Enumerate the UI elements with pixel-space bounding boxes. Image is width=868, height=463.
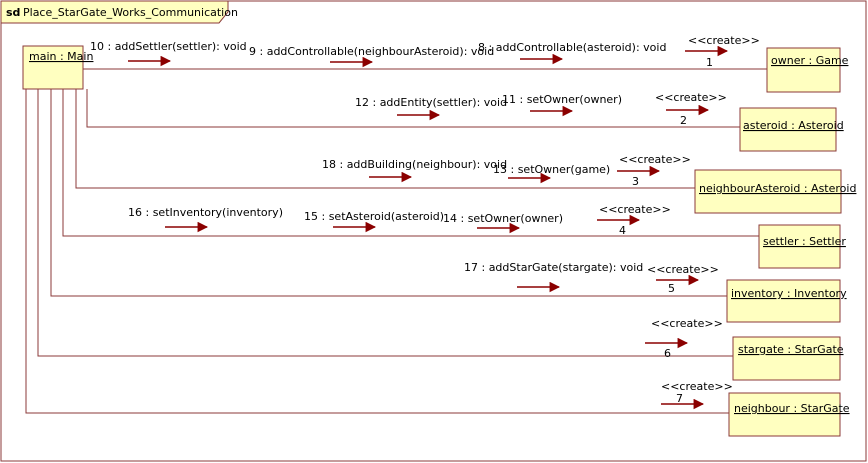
message-label: <<create>>	[619, 153, 691, 166]
frame-heading-tab	[0, 0, 229, 24]
message-label: 15 : setAsteroid(asteroid)	[304, 210, 444, 223]
object-neighbour-label: neighbour : StarGate	[734, 402, 850, 415]
messages-neighbourAsteroid: 18 : addBuilding(neighbour): void 13 : s…	[322, 153, 691, 188]
messages-inventory: 17 : addStarGate(stargate): void <<creat…	[464, 261, 719, 295]
message-label: 10 : addSettler(settler): void	[90, 40, 247, 53]
message-label: <<create>>	[661, 380, 733, 393]
object-stargate-box	[732, 336, 841, 381]
message-label: 12 : addEntity(settler): void	[355, 96, 507, 109]
messages-stargate: <<create>> 6	[645, 317, 723, 360]
message-number: 3	[632, 175, 639, 188]
link-main-neighbour	[25, 89, 729, 414]
link-main-stargate	[37, 89, 733, 357]
object-stargate[interactable]: stargate : StarGate	[732, 336, 844, 381]
message-label: <<create>>	[655, 91, 727, 104]
frame-title: Place_StarGate_Works_Communication	[23, 6, 238, 19]
object-asteroid-box	[739, 107, 837, 152]
link-main-settler	[62, 89, 759, 237]
object-neighbourAsteroid-label: neighbourAsteroid : Asteroid	[699, 182, 856, 195]
message-number: 6	[664, 347, 671, 360]
message-label: 18 : addBuilding(neighbour): void	[322, 158, 507, 171]
object-owner[interactable]: owner : Game	[766, 47, 849, 93]
object-owner-label: owner : Game	[771, 54, 849, 67]
link-main-neighbourAsteroid	[75, 89, 695, 189]
message-number: 2	[680, 114, 687, 127]
message-label: <<create>>	[599, 203, 671, 216]
message-number: 1	[706, 56, 713, 69]
object-main-label: main : Main	[29, 50, 93, 63]
message-label: 14 : setOwner(owner)	[443, 212, 563, 225]
message-label: 16 : setInventory(inventory)	[128, 206, 283, 219]
frame-kind: sd	[6, 6, 20, 19]
object-neighbour[interactable]: neighbour : StarGate	[728, 392, 850, 437]
object-neighbourAsteroid-box	[694, 169, 842, 214]
message-label: 11 : setOwner(owner)	[502, 93, 622, 106]
object-settler-box	[758, 224, 841, 269]
message-label: 13 : setOwner(game)	[493, 163, 610, 176]
message-number: 4	[619, 224, 626, 237]
message-label: 9 : addControllable(neighbourAsteroid): …	[249, 45, 494, 58]
link-main-asteroid	[86, 89, 740, 128]
message-label: 8 : addControllable(asteroid): void	[478, 41, 666, 54]
object-asteroid-label: asteroid : Asteroid	[743, 119, 844, 132]
messages-owner: 10 : addSettler(settler): void 9 : addCo…	[90, 34, 760, 69]
object-main[interactable]: main : Main	[22, 45, 93, 90]
link-main-inventory	[50, 89, 727, 297]
object-owner-box	[766, 47, 841, 93]
message-label: <<create>>	[651, 317, 723, 330]
object-inventory-box	[726, 279, 841, 323]
object-asteroid[interactable]: asteroid : Asteroid	[739, 107, 844, 152]
message-number: 7	[676, 392, 683, 405]
object-main-box	[22, 45, 84, 90]
messages-settler: 16 : setInventory(inventory) 15 : setAst…	[128, 203, 671, 237]
object-settler[interactable]: settler : Settler	[758, 224, 846, 269]
object-settler-label: settler : Settler	[763, 235, 846, 248]
object-neighbour-box	[728, 392, 841, 437]
object-inventory-label: inventory : Inventory	[731, 287, 847, 300]
message-label: <<create>>	[688, 34, 760, 47]
object-stargate-label: stargate : StarGate	[738, 343, 844, 356]
object-inventory[interactable]: inventory : Inventory	[726, 279, 847, 323]
message-label: <<create>>	[647, 263, 719, 276]
message-label: 17 : addStarGate(stargate): void	[464, 261, 643, 274]
messages-asteroid: 12 : addEntity(settler): void 11 : setOw…	[355, 91, 727, 127]
messages-neighbour: <<create>> 7	[661, 380, 733, 410]
message-number: 5	[668, 282, 675, 295]
object-neighbourAsteroid[interactable]: neighbourAsteroid : Asteroid	[694, 169, 856, 214]
links-group	[25, 68, 767, 414]
